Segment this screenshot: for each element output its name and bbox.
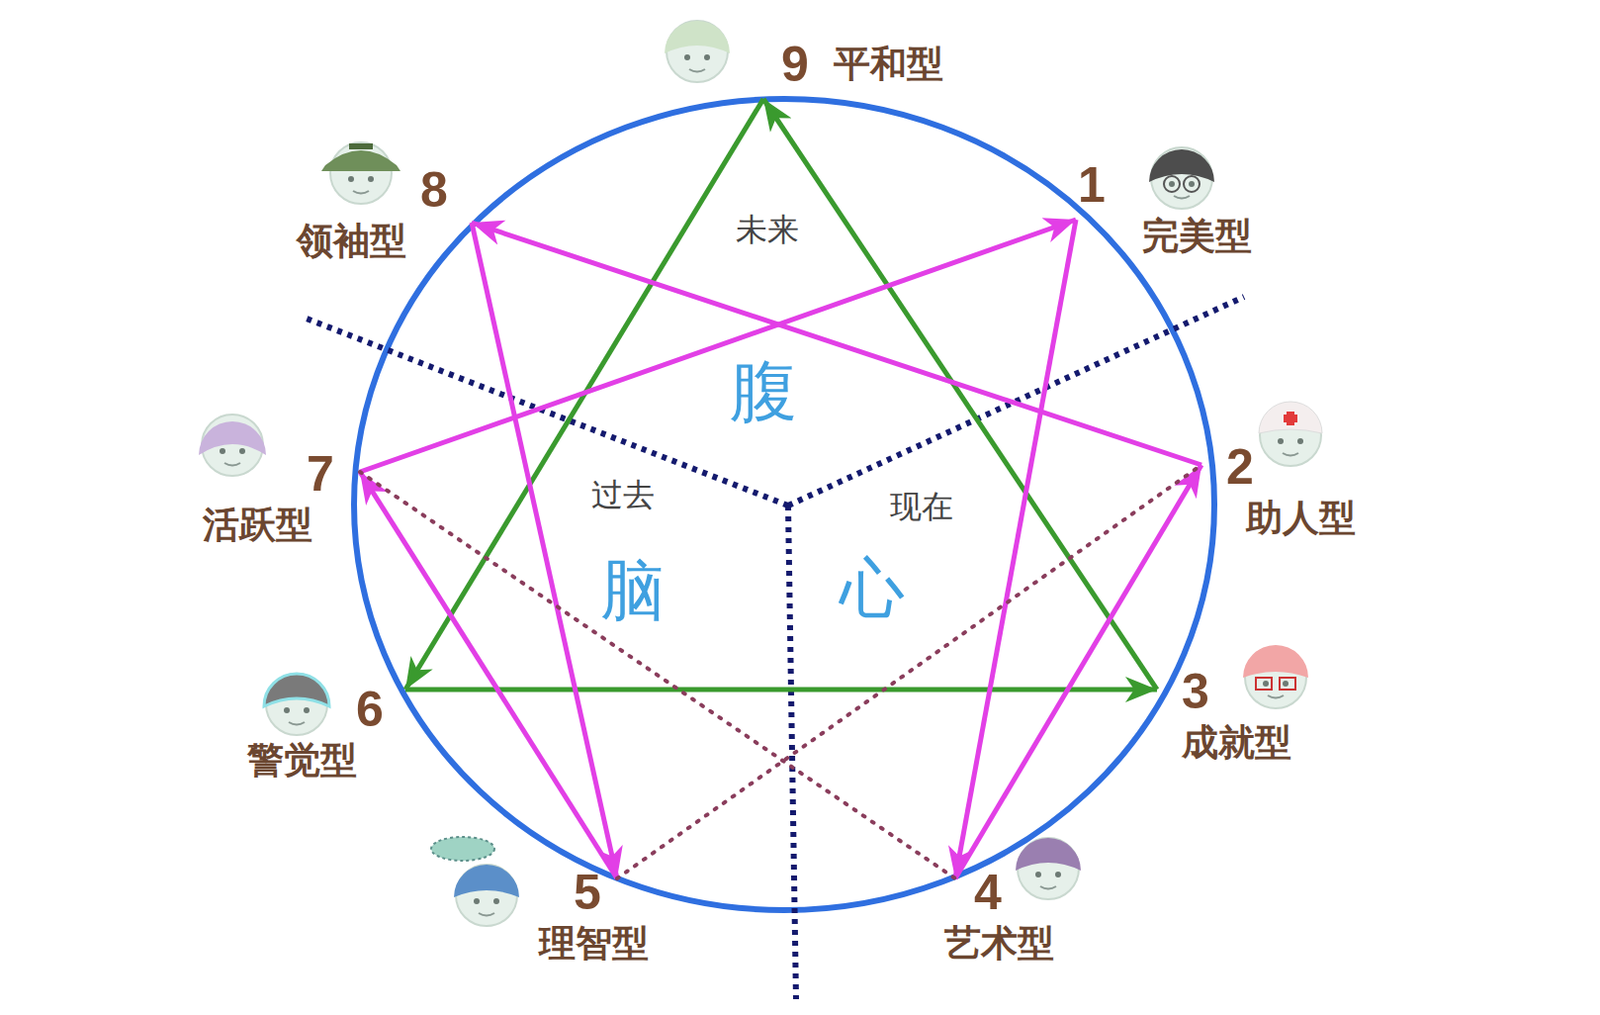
type-number: 8 (420, 163, 448, 218)
dotted-line (617, 464, 1202, 879)
magenta-arrow (471, 222, 618, 879)
magenta-arrow (955, 464, 1202, 879)
time-label: 现在 (887, 488, 957, 526)
type-name: 活跃型 (202, 503, 313, 547)
type-point: 6警觉型 (247, 682, 384, 784)
type-number: 5 (573, 865, 602, 920)
green-arrow (405, 687, 1157, 693)
face-8 (321, 142, 401, 204)
green-arrow (763, 98, 1157, 690)
type-number: 2 (1226, 440, 1254, 495)
magenta-arrow (359, 471, 618, 879)
dotted-line (359, 471, 956, 879)
type-point: 3成就型 (1181, 664, 1292, 766)
type-point: 9 平和型 (781, 37, 944, 92)
type-name: 理智型 (538, 921, 649, 966)
center-label: 心 (836, 550, 908, 626)
type-name: 艺术型 (944, 921, 1055, 966)
center-label: 脑 (597, 553, 669, 629)
type-point: 5理智型 (538, 865, 649, 967)
type-name: 成就型 (1181, 720, 1292, 765)
type-point: 1 完美型 (1077, 158, 1252, 260)
type-point: 7活跃型 (202, 446, 335, 548)
face-6 (264, 673, 330, 735)
face-9 (664, 20, 730, 83)
type-name: 警觉型 (247, 738, 357, 783)
time-label: 未来 (732, 211, 802, 249)
thought-bubble (431, 836, 495, 861)
face-5 (453, 864, 520, 926)
face-7 (198, 414, 267, 476)
type-number: 3 (1181, 664, 1210, 719)
time-label: 过去 (588, 476, 658, 514)
center-divider (306, 296, 1245, 999)
type-number: 6 (355, 682, 384, 737)
type-name: 领袖型 (296, 219, 407, 264)
type-name: 助人型 (1245, 496, 1356, 540)
magenta-arrow (359, 219, 1076, 472)
type-number: 7 (306, 446, 335, 502)
type-point: 4艺术型 (944, 865, 1055, 967)
face-1 (1149, 147, 1215, 209)
type-number: 9 (781, 37, 809, 92)
face-3 (1243, 644, 1309, 709)
type-point: 2助人型 (1226, 440, 1356, 541)
type-name: 完美型 (1142, 214, 1252, 259)
center-label: 腹 (726, 352, 800, 430)
face-2 (1258, 401, 1323, 466)
face-4 (1015, 837, 1081, 899)
type-point: 8 领袖型 (296, 163, 448, 265)
type-number: 4 (974, 865, 1002, 920)
type-number: 1 (1077, 158, 1106, 213)
magenta-arrow (471, 222, 1202, 465)
type-name: 平和型 (833, 42, 944, 87)
